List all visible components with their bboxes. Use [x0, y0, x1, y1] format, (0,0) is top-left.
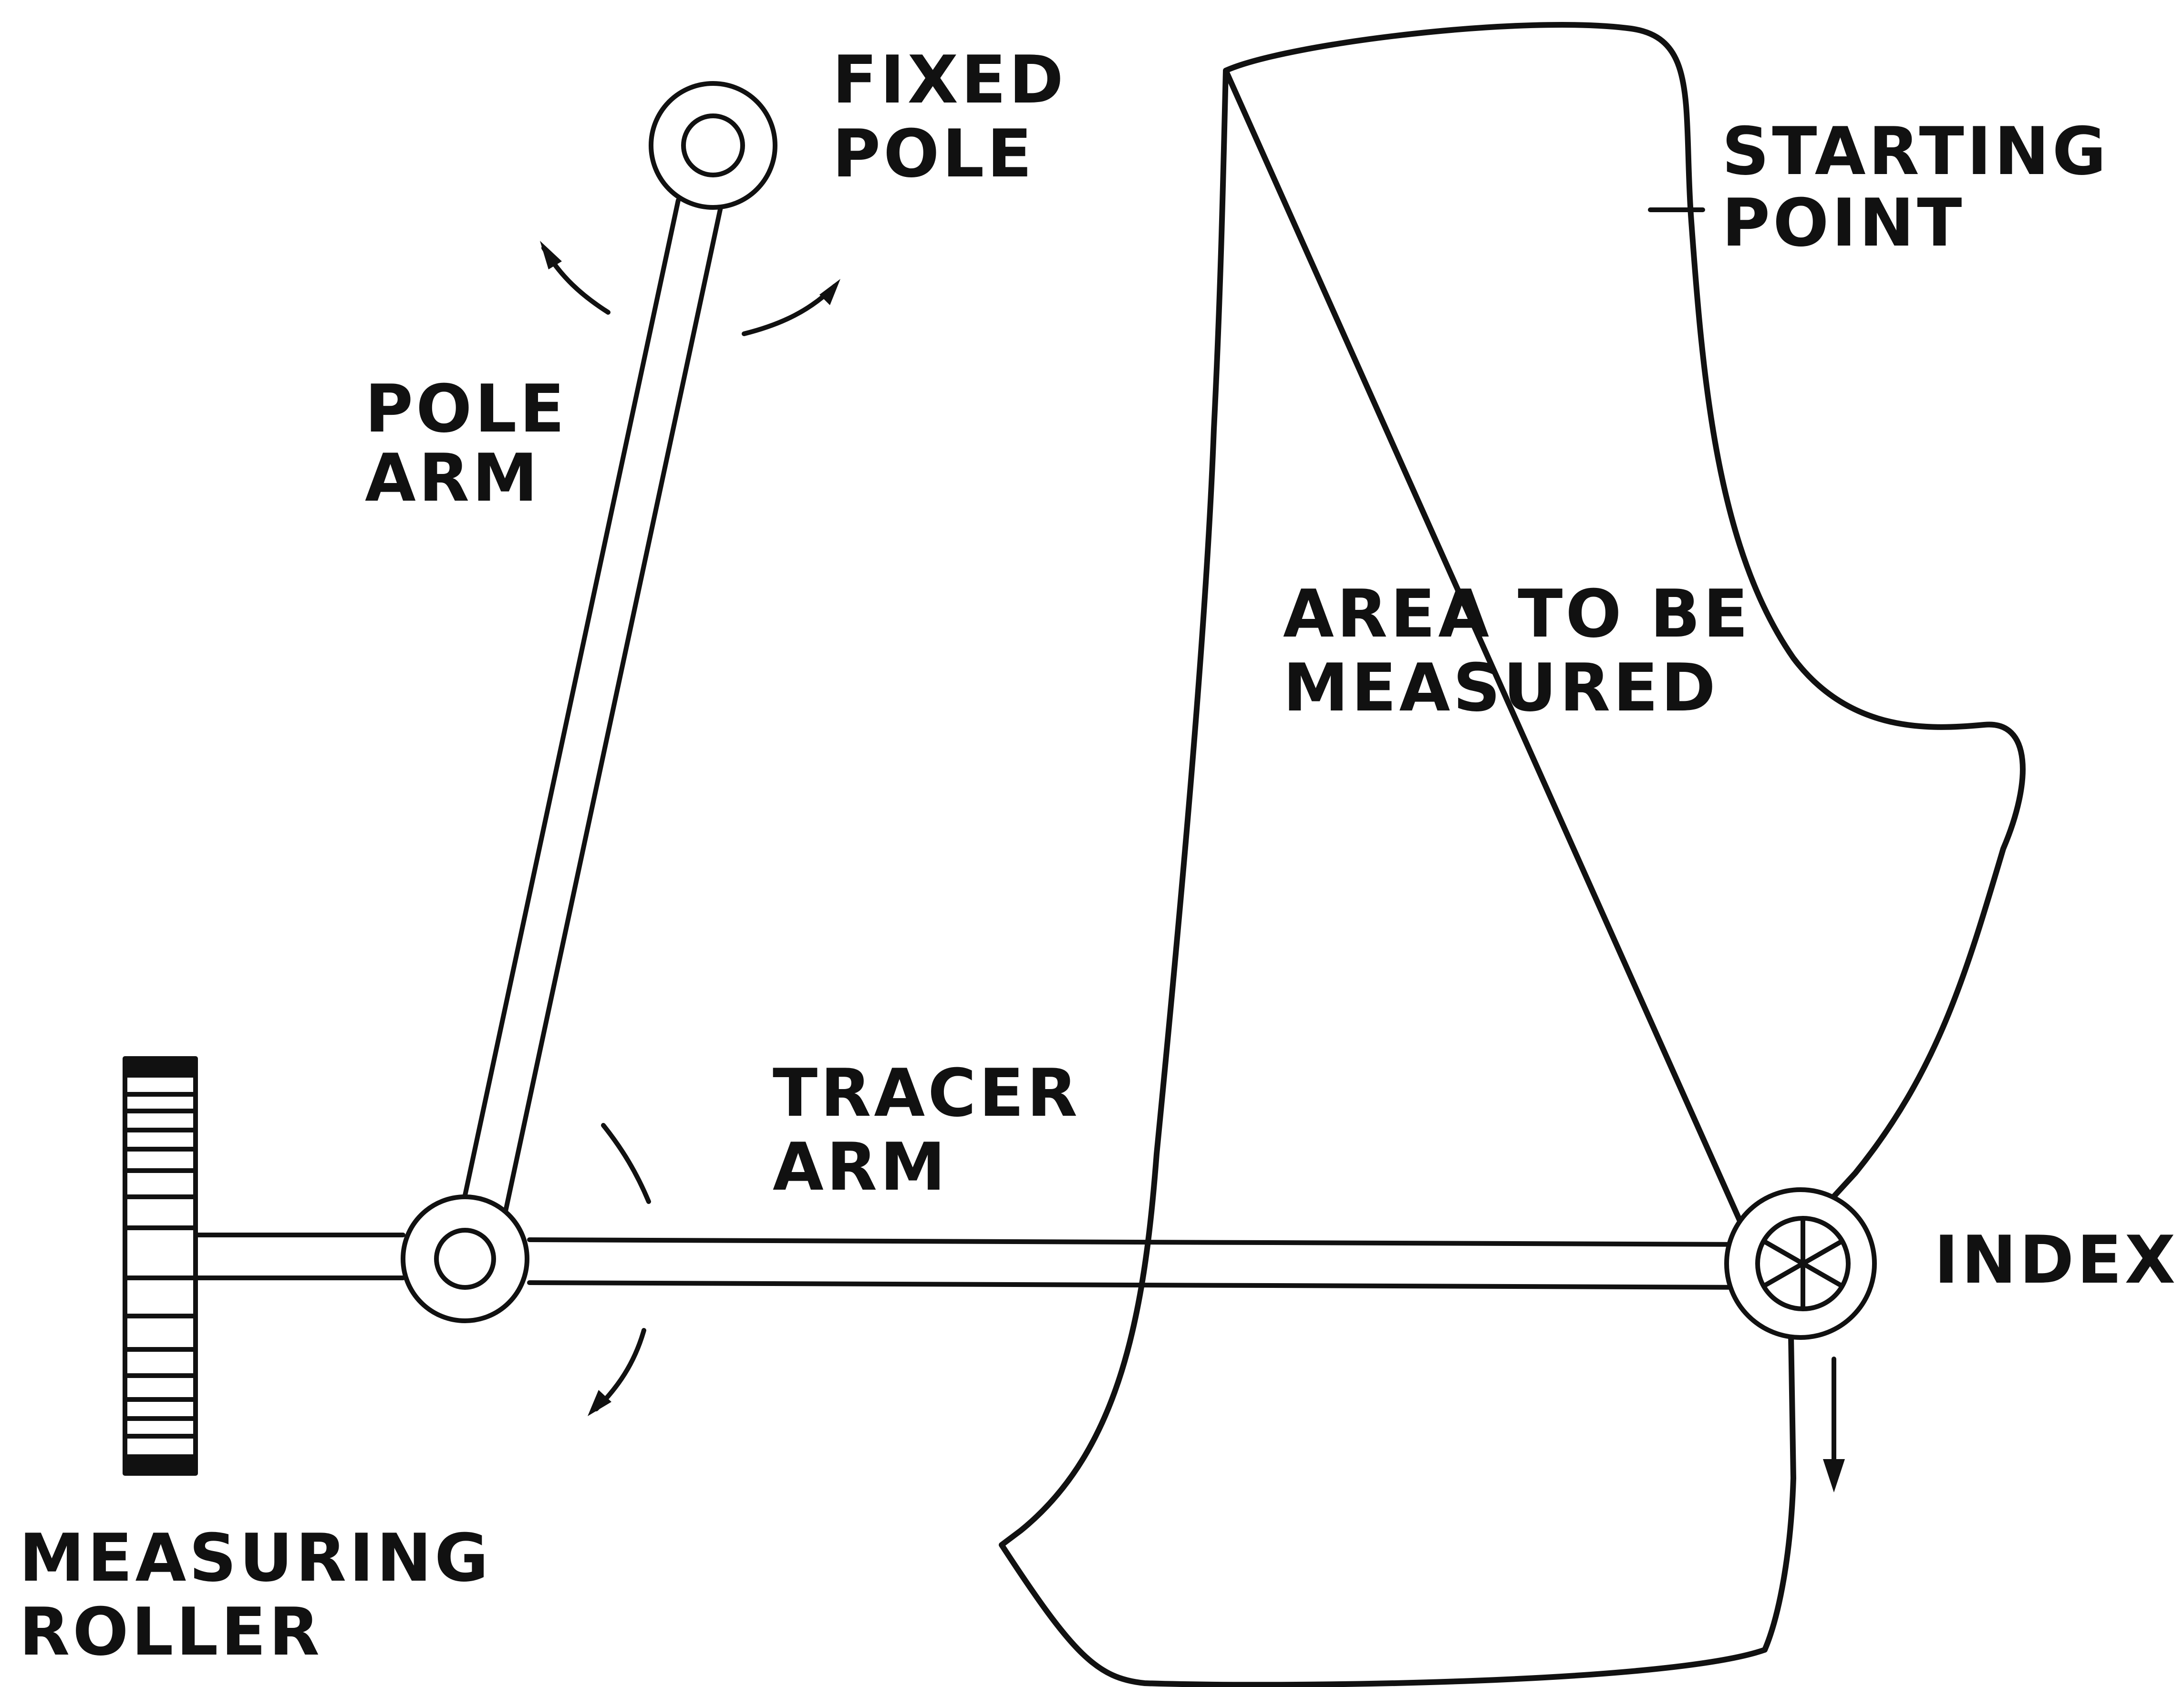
measured-area-outline — [999, 22, 2026, 1687]
label-measuring-roller: MEASURING ROLLER — [19, 1520, 517, 1670]
label-index: INDEX — [1934, 1222, 2178, 1298]
label-starting-point: STARTING POINT — [1722, 113, 2135, 261]
fixed-pole — [649, 81, 777, 210]
tracer-index — [1724, 1187, 1877, 1340]
tracer-arm — [527, 1237, 1758, 1290]
label-pole-arm: POLE ARM — [365, 370, 593, 516]
roller-axle — [193, 1233, 405, 1280]
label-area-to-be-measured: AREA TO BE MEASURED — [1283, 576, 1777, 726]
measuring-roller — [123, 1056, 198, 1476]
pole-arm — [460, 198, 724, 1214]
label-tracer-arm: TRACER ARM — [773, 1055, 1106, 1205]
joint-rotation-arrows — [588, 1123, 651, 1416]
tracing-direction-arrow — [1823, 1357, 1845, 1492]
pole-rotation-arrows — [540, 241, 840, 336]
pivot-joint — [401, 1194, 529, 1323]
label-fixed-pole: FIXED POLE — [832, 41, 1092, 192]
